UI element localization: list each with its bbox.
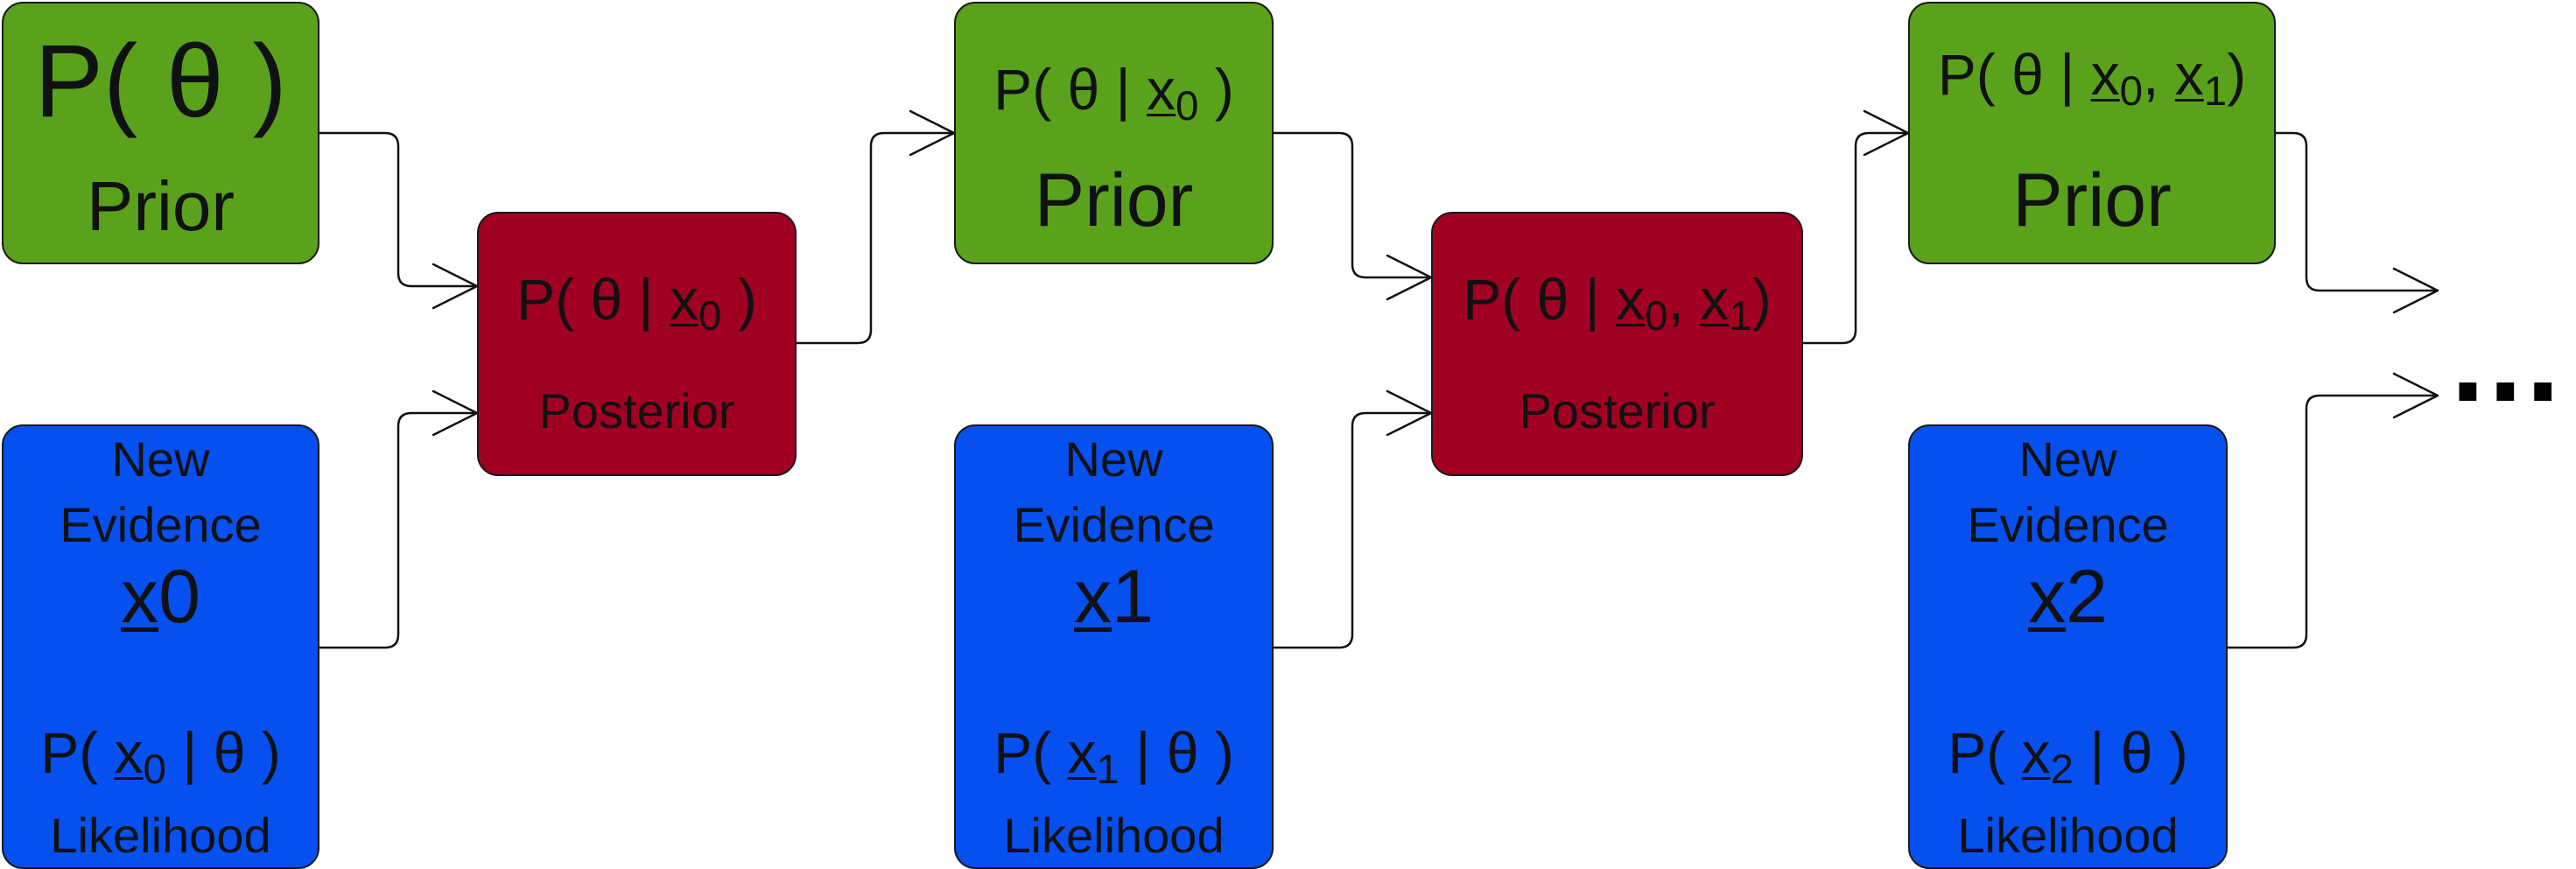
- likelihood-expression: P( x2 | θ ): [1948, 720, 2188, 793]
- evidence-variable: x1: [1074, 555, 1154, 639]
- prior-expression: P( θ | x0, x1): [1937, 42, 2247, 115]
- evidence-heading-line1: New: [2018, 431, 2117, 487]
- posterior-box-0: P( θ | x0 ) Posterior: [477, 212, 797, 476]
- evidence-heading-line2: Evidence: [1967, 497, 2169, 552]
- likelihood-label: Likelihood: [1003, 808, 1225, 863]
- posterior-label: Posterior: [1519, 383, 1716, 438]
- evidence-heading-line1: New: [1064, 431, 1163, 487]
- evidence-variable: x0: [121, 555, 200, 639]
- evidence-box-0: New Evidence x0 P( x0 | θ ) Likelihood: [2, 424, 319, 869]
- arrowhead-7: [2392, 267, 2439, 314]
- wire-posterior0-to-prior1: [797, 131, 954, 345]
- evidence-heading-line1: New: [111, 431, 210, 487]
- likelihood-expression: P( x0 | θ ): [40, 720, 281, 793]
- likelihood-label: Likelihood: [1957, 808, 2179, 863]
- prior-expression: P( θ | x0 ): [993, 57, 1234, 130]
- prior-label: Prior: [87, 167, 235, 245]
- prior-label: Prior: [1034, 158, 1194, 242]
- prior-expression: P( θ ): [34, 24, 287, 139]
- evidence-heading-line2: Evidence: [60, 497, 262, 552]
- posterior-label: Posterior: [538, 383, 735, 438]
- prior-box-1: P( θ | x0 ) Prior: [954, 2, 1274, 264]
- wire-prior0-to-posterior0: [319, 131, 477, 288]
- posterior-expression: P( θ | x0, x1): [1463, 267, 1772, 340]
- wire-posterior1-to-prior2: [1803, 131, 1908, 345]
- posterior-box-1: P( θ | x0, x1) Posterior: [1431, 212, 1803, 476]
- wire-evidence0-to-posterior0: [319, 411, 477, 649]
- prior-box-2: P( θ | x0, x1) Prior: [1908, 2, 2276, 264]
- wire-prior2-to-next: [2228, 131, 2438, 292]
- prior-box-0: P( θ ) Prior: [2, 2, 319, 264]
- posterior-expression: P( θ | x0 ): [516, 267, 757, 340]
- evidence-variable: x2: [2028, 555, 2108, 639]
- arrowhead-8: [2392, 372, 2439, 419]
- evidence-heading-line2: Evidence: [1013, 497, 1215, 552]
- prior-label: Prior: [2012, 158, 2172, 242]
- evidence-box-2: New Evidence x2 P( x2 | θ ) Likelihood: [1908, 424, 2228, 869]
- continuation-ellipsis: ...: [2451, 290, 2564, 427]
- wire-evidence2-to-next: [2228, 394, 2438, 649]
- evidence-box-1: New Evidence x1 P( x1 | θ ) Likelihood: [954, 424, 1274, 869]
- likelihood-expression: P( x1 | θ ): [993, 720, 1234, 793]
- likelihood-label: Likelihood: [50, 808, 271, 863]
- wire-prior1-to-posterior1: [1274, 131, 1431, 279]
- wire-evidence1-to-posterior1: [1274, 411, 1431, 649]
